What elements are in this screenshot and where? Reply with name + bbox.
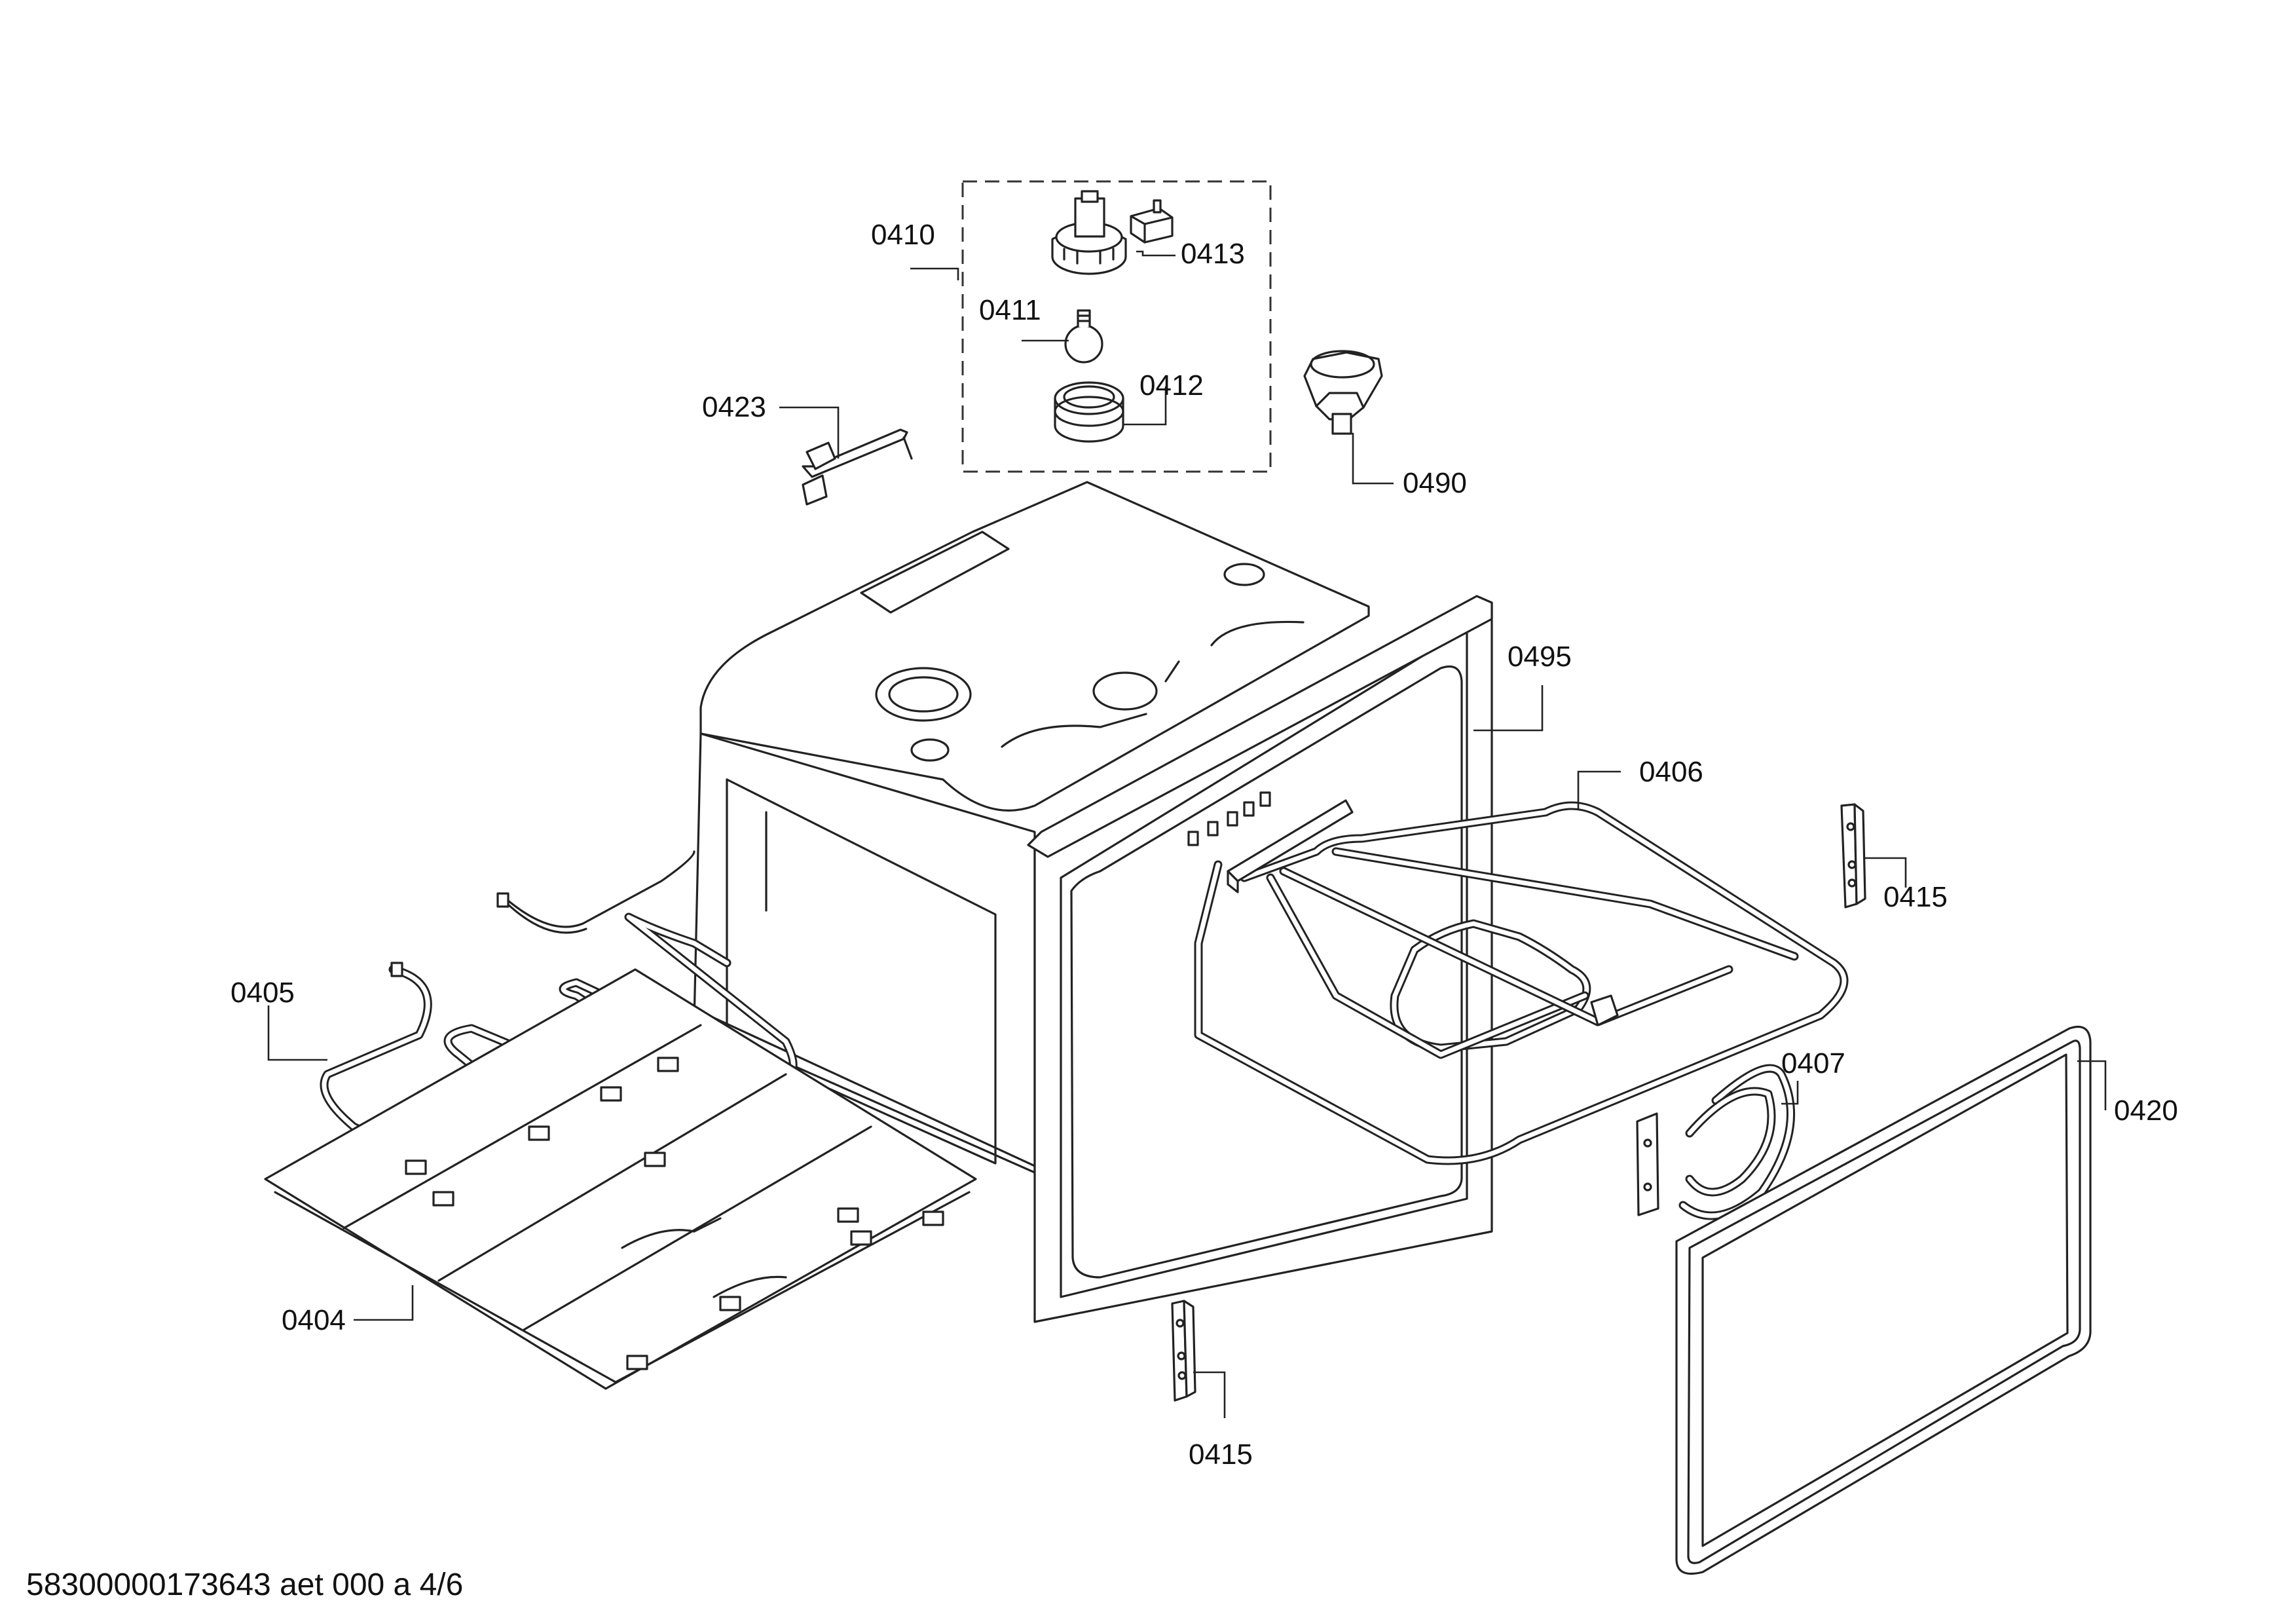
leader-0406 — [1577, 770, 1621, 809]
door-seal-part — [1675, 1025, 2107, 1575]
lamp-holder-part — [1051, 190, 1127, 275]
label-0413: 0413 — [1181, 238, 1245, 270]
leader-0404 — [354, 1285, 414, 1321]
leader-0420 — [2077, 1060, 2107, 1110]
label-0407: 0407 — [1781, 1047, 1845, 1079]
label-0411: 0411 — [979, 294, 1041, 326]
oven-cavity-part — [693, 481, 1544, 1323]
lamp-assembly-group — [910, 180, 1272, 473]
bottom-heating-element-part — [267, 850, 798, 1237]
label-0405: 0405 — [231, 977, 295, 1009]
hinge-right-part — [1840, 803, 1907, 909]
label-0415-right: 0415 — [1883, 881, 1948, 913]
leader-0412 — [1123, 386, 1167, 426]
leader-0413 — [1136, 250, 1176, 257]
leader-0415-right — [1865, 857, 1907, 888]
leader-0407 — [1781, 1081, 1799, 1105]
leader-0415-bottom — [1193, 1371, 1226, 1418]
part-labels: 0410 0413 0411 0412 0423 0490 0495 0406 … — [231, 219, 2178, 1471]
label-0420: 0420 — [2114, 1095, 2178, 1127]
label-0406: 0406 — [1639, 756, 1703, 788]
leader-0423 — [779, 406, 840, 459]
lamp-cover-part — [1054, 381, 1124, 443]
leader-0490 — [1341, 432, 1394, 485]
lamp-clip-part — [1130, 199, 1174, 244]
label-0410: 0410 — [871, 219, 935, 251]
label-0415-bottom: 0415 — [1189, 1438, 1253, 1471]
label-0412: 0412 — [1139, 369, 1204, 402]
top-heating-element-part — [1187, 770, 1849, 1165]
leader-0405 — [267, 1005, 327, 1061]
label-0490: 0490 — [1403, 467, 1467, 499]
fan-cover-part — [1303, 350, 1394, 485]
lamp-assembly-dashed-box — [961, 180, 1272, 473]
leader-0495 — [1473, 685, 1544, 732]
bracket-0423-part — [779, 406, 913, 506]
hinge-bottom-part — [1171, 1300, 1226, 1418]
label-0495: 0495 — [1508, 641, 1572, 673]
bottom-tray-part — [264, 968, 977, 1390]
leader-0410 — [910, 267, 959, 280]
lamp-bulb-part — [1064, 309, 1103, 364]
element-terminals — [1187, 791, 1271, 846]
tray-tabs — [405, 1057, 944, 1370]
label-0404: 0404 — [282, 1304, 346, 1336]
ring-heating-element-part — [1636, 1064, 1799, 1220]
label-0423: 0423 — [702, 391, 766, 423]
footer-code: 58300000173643 aet 000 a 4/6 — [26, 1567, 463, 1602]
